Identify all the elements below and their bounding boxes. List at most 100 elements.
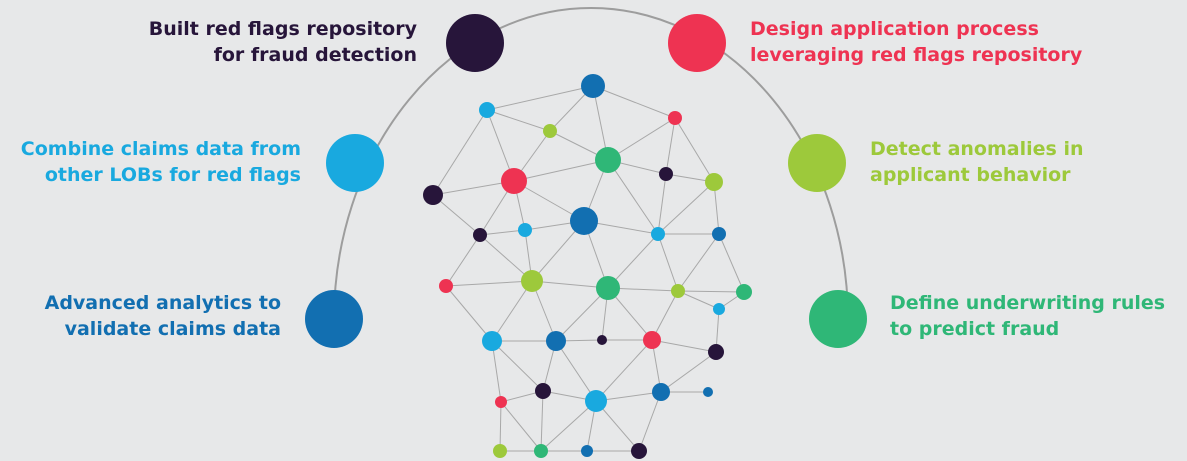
network-edge bbox=[665, 117, 676, 175]
network-edge bbox=[479, 229, 526, 236]
network-edge bbox=[718, 233, 745, 293]
label-combine-claims: Combine claims data from other LOBs for … bbox=[21, 136, 301, 188]
network-node bbox=[708, 344, 724, 360]
network-node bbox=[671, 284, 685, 298]
network-node bbox=[423, 185, 443, 205]
network-node bbox=[581, 74, 605, 98]
network-node bbox=[705, 173, 723, 191]
label-design-process: Design application process leveraging re… bbox=[750, 16, 1082, 68]
label-detect-anomalies-line-2: applicant behavior bbox=[870, 164, 1071, 186]
network-edge bbox=[531, 280, 609, 289]
network-edge bbox=[657, 173, 667, 235]
label-underwriting-rules-line-1: Define underwriting rules bbox=[890, 292, 1166, 314]
item-dot-built-repository bbox=[446, 14, 504, 72]
item-dot-underwriting-rules bbox=[809, 290, 867, 348]
network-node bbox=[501, 168, 527, 194]
label-combine-claims-line-2: other LOBs for red flags bbox=[44, 164, 301, 186]
network-edge bbox=[657, 181, 715, 235]
network-node bbox=[652, 383, 670, 401]
network-edge bbox=[432, 180, 515, 196]
network-edge bbox=[595, 339, 653, 402]
network-edge bbox=[638, 391, 662, 452]
label-design-process-line-2: leveraging red flags repository bbox=[750, 44, 1083, 66]
network-edge bbox=[432, 109, 488, 196]
label-built-repository: Built red flags repository for fraud det… bbox=[149, 16, 417, 68]
network-edge bbox=[607, 117, 676, 161]
item-dot-detect-anomalies bbox=[788, 134, 846, 192]
network-edge bbox=[491, 340, 502, 403]
network-edge bbox=[540, 400, 597, 452]
network-node bbox=[543, 124, 557, 138]
network-node bbox=[518, 223, 532, 237]
network-edge bbox=[445, 285, 493, 342]
network-node bbox=[570, 207, 598, 235]
network-node bbox=[703, 387, 713, 397]
item-dot-design-process bbox=[668, 14, 726, 72]
network-node bbox=[595, 147, 621, 173]
label-advanced-analytics-line-2: validate claims data bbox=[64, 318, 281, 340]
label-advanced-analytics-line-1: Advanced analytics to bbox=[44, 292, 281, 314]
network-edge bbox=[445, 234, 481, 287]
network-edge bbox=[657, 233, 679, 292]
network-node bbox=[581, 445, 593, 457]
network-node bbox=[439, 279, 453, 293]
network-node bbox=[534, 444, 548, 458]
label-built-repository-line-2: for fraud detection bbox=[213, 44, 417, 66]
network-node bbox=[736, 284, 752, 300]
network-edges bbox=[432, 85, 745, 452]
network-node bbox=[596, 276, 620, 300]
item-dot-advanced-analytics bbox=[305, 290, 363, 348]
network-edge bbox=[513, 159, 609, 182]
network-node bbox=[479, 102, 495, 118]
label-detect-anomalies: Detect anomalies in applicant behavior bbox=[870, 136, 1083, 188]
network-nodes bbox=[423, 74, 752, 459]
network-edge bbox=[555, 340, 597, 402]
label-combine-claims-line-1: Combine claims data from bbox=[20, 138, 301, 160]
label-design-process-line-1: Design application process bbox=[750, 18, 1039, 40]
network-node bbox=[585, 390, 607, 412]
network-edge bbox=[592, 85, 676, 119]
network-edge bbox=[432, 194, 481, 236]
network-node bbox=[495, 396, 507, 408]
network-node bbox=[651, 227, 665, 241]
network-node bbox=[521, 270, 543, 292]
network-node bbox=[659, 167, 673, 181]
network-edge bbox=[486, 85, 594, 111]
network-node bbox=[473, 228, 487, 242]
network-node bbox=[643, 331, 661, 349]
network-node bbox=[597, 335, 607, 345]
network-node bbox=[668, 111, 682, 125]
network-edge bbox=[491, 280, 533, 342]
network-edge bbox=[486, 109, 551, 132]
network-edge bbox=[674, 117, 715, 183]
network-node bbox=[535, 383, 551, 399]
network-node bbox=[493, 444, 507, 458]
network-edge bbox=[499, 401, 502, 452]
network-edge bbox=[445, 280, 533, 287]
label-advanced-analytics: Advanced analytics to validate claims da… bbox=[45, 290, 281, 342]
item-dot-combine-claims bbox=[326, 134, 384, 192]
network-node bbox=[546, 331, 566, 351]
network-edge bbox=[479, 234, 533, 282]
label-built-repository-line-1: Built red flags repository bbox=[148, 18, 417, 40]
network-node bbox=[482, 331, 502, 351]
network-edge bbox=[651, 290, 679, 341]
network-node bbox=[631, 443, 647, 459]
network-edge bbox=[677, 290, 745, 293]
network-edge bbox=[660, 351, 717, 393]
label-underwriting-rules: Define underwriting rules to predict fra… bbox=[890, 290, 1165, 342]
label-underwriting-rules-line-2: to predict fraud bbox=[890, 318, 1060, 340]
network-node bbox=[713, 303, 725, 315]
network-edge bbox=[607, 233, 659, 289]
label-detect-anomalies-line-1: Detect anomalies in bbox=[870, 138, 1084, 160]
network-edge bbox=[555, 287, 609, 342]
network-edge bbox=[540, 390, 544, 452]
network-edge bbox=[677, 290, 720, 310]
network-edge bbox=[491, 340, 544, 392]
network-edge bbox=[607, 159, 659, 235]
network-edge bbox=[677, 233, 720, 292]
network-edge bbox=[500, 401, 542, 452]
network-node bbox=[712, 227, 726, 241]
network-edge bbox=[651, 339, 717, 353]
